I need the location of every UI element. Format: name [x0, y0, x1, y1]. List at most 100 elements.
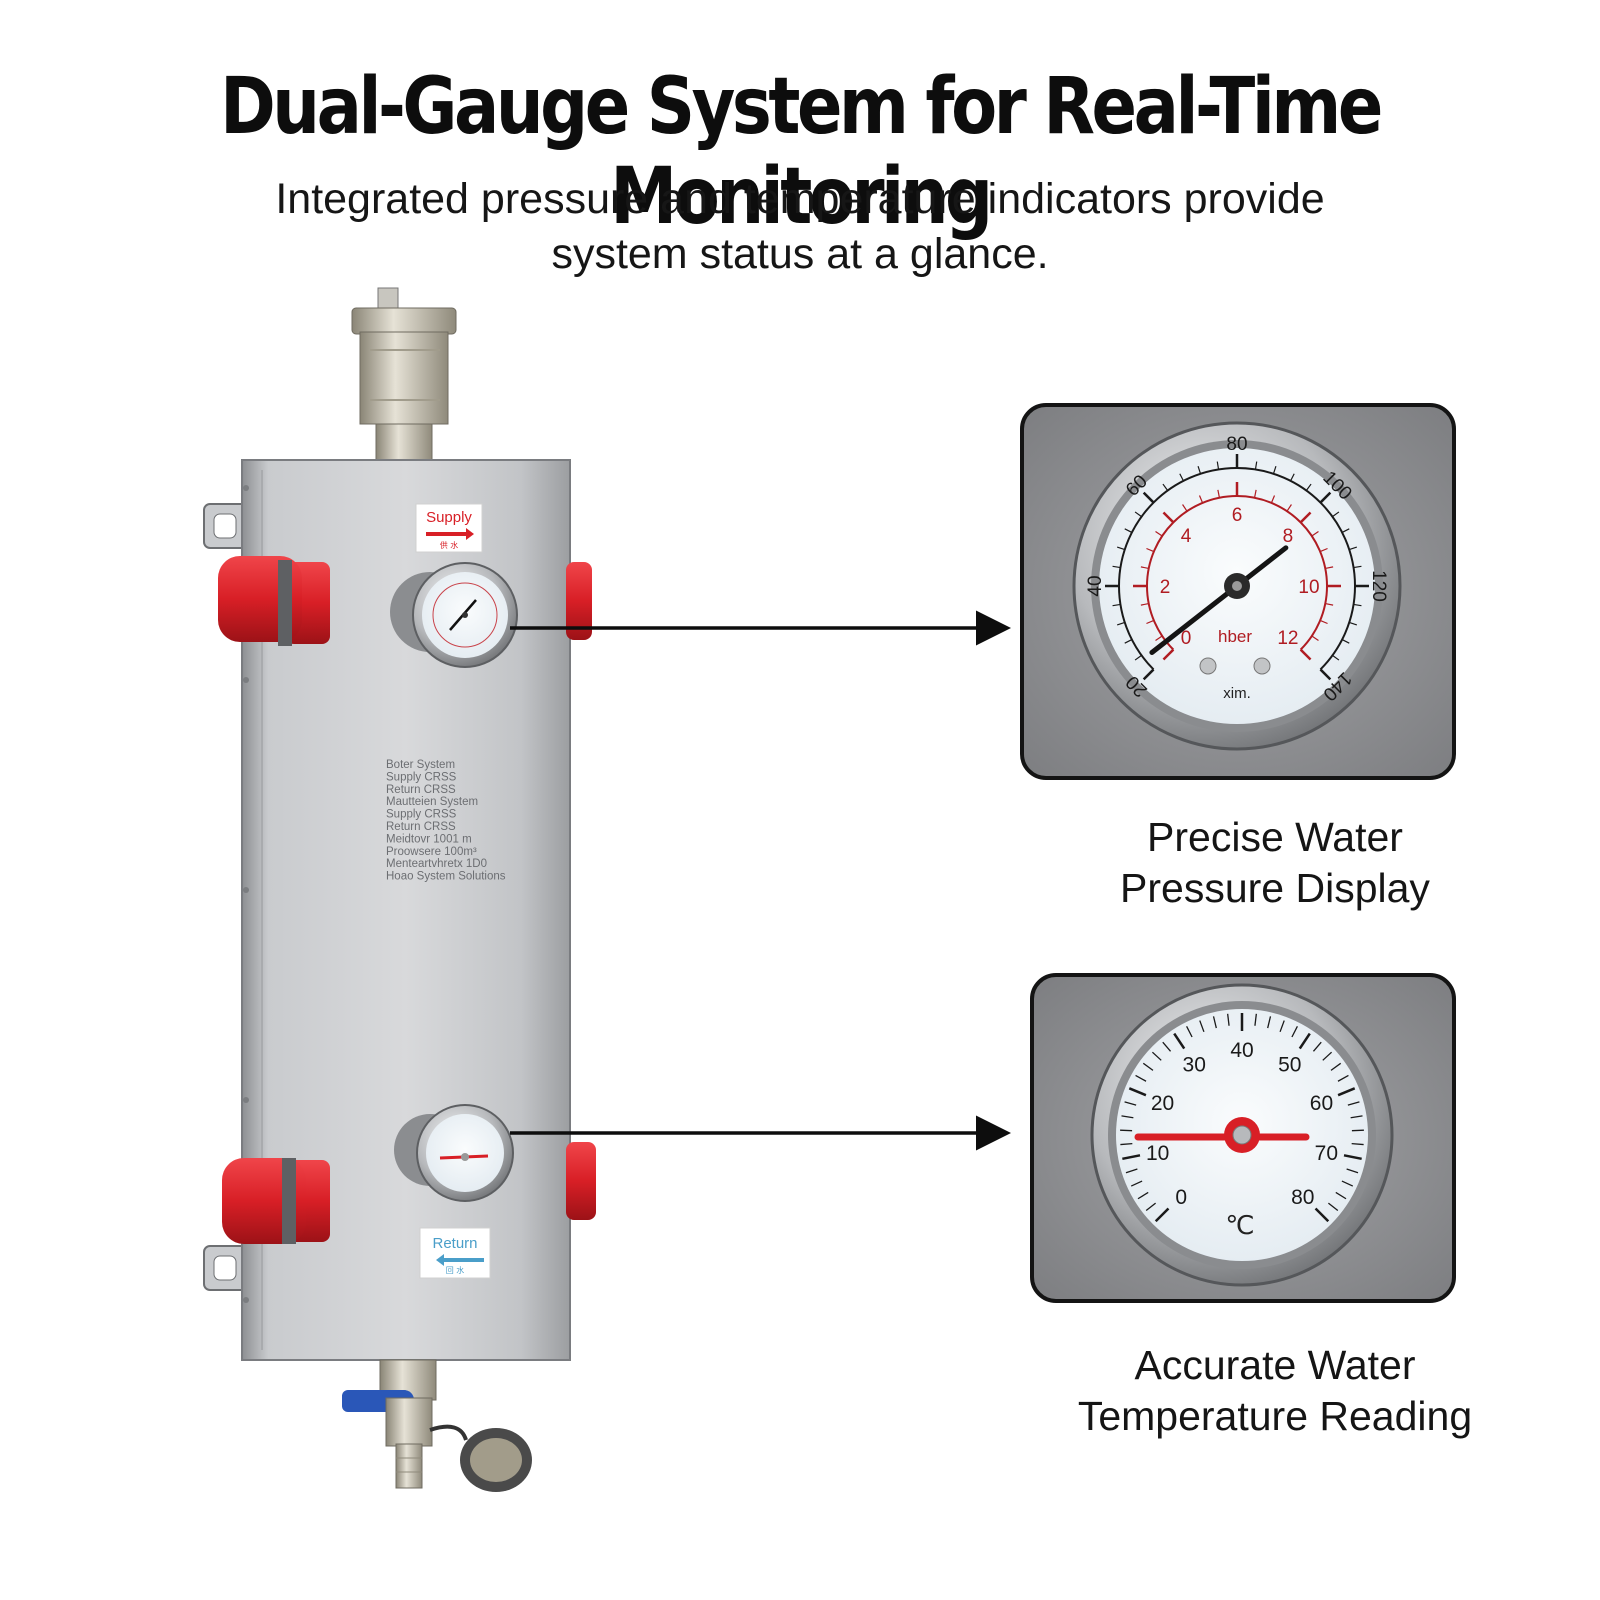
pressure-inner-tick [1325, 602, 1334, 606]
pressure-inner-label: 2 [1160, 577, 1171, 598]
temperature-label: 60 [1310, 1092, 1333, 1115]
pressure-unit-label: hber [1218, 627, 1252, 646]
pressure-caption-line-2: Pressure Display [1120, 865, 1430, 911]
pressure-outer-tick [1349, 546, 1358, 551]
pressure-outer-tick [1254, 461, 1258, 470]
temperature-tick [1199, 1020, 1205, 1033]
spec-line: Boter System [386, 759, 455, 771]
temperature-tick [1137, 1191, 1149, 1200]
pressure-inner-tick [1155, 635, 1163, 641]
red-port-cap-lower-left [222, 1158, 330, 1244]
spec-line: Proowsere 100m³ [386, 846, 477, 858]
pressure-inner-label: 10 [1298, 577, 1319, 598]
pressure-inner-tick [1253, 489, 1257, 498]
pressure-outer-tick [1197, 465, 1202, 474]
temperature-label: 50 [1278, 1053, 1301, 1076]
pressure-outer-tick [1305, 483, 1312, 491]
temperature-tick [1125, 1168, 1138, 1174]
pressure-outer-tick [1142, 491, 1155, 504]
pressure-outer-tick [1349, 621, 1358, 626]
pressure-outer-tick [1142, 668, 1155, 681]
temperature-label: 0 [1175, 1186, 1187, 1209]
temperature-caption: Accurate Water Temperature Reading [1035, 1340, 1515, 1442]
pressure-outer-tick [1341, 639, 1350, 644]
temperature-tick [1154, 1207, 1170, 1223]
temperature-tick [1130, 1180, 1143, 1187]
pressure-outer-tick [1272, 465, 1277, 474]
spec-line: Supply CRSS [386, 809, 457, 821]
temperature-tick [1291, 1026, 1298, 1038]
temperature-tick [1254, 1013, 1257, 1026]
temperature-tick [1327, 1202, 1339, 1212]
pressure-caption-line-1: Precise Water [1147, 814, 1403, 860]
pressure-outer-tick [1112, 603, 1121, 607]
pressure-inner-tick [1286, 504, 1292, 512]
pressure-inner-label: 8 [1283, 526, 1294, 547]
temperature-tick [1267, 1016, 1272, 1029]
temperature-tick [1350, 1115, 1363, 1119]
pressure-inner-tick [1311, 635, 1319, 641]
pressure-outer-tick [1116, 546, 1125, 551]
pressure-outer-label: 40 [1085, 575, 1106, 596]
temperature-tick [1337, 1074, 1349, 1082]
return-label: Return 回 水 [419, 1227, 491, 1279]
temperature-tick [1322, 1051, 1333, 1061]
pressure-inner-tick [1217, 489, 1221, 498]
temperature-tick [1122, 1154, 1141, 1161]
spec-line: Mautteien System [386, 796, 478, 808]
pressure-outer-tick [1124, 528, 1133, 533]
pressure-inner-tick [1325, 566, 1334, 570]
spec-line: Return CRSS [386, 821, 456, 833]
pressure-inner-tick [1155, 531, 1163, 537]
temperature-tick [1124, 1101, 1137, 1106]
temperature-tick [1120, 1142, 1133, 1146]
temperature-tick [1346, 1168, 1359, 1174]
pressure-inner-tick [1311, 531, 1319, 537]
pressure-inner-label: 0 [1181, 628, 1192, 649]
body-temperature-gauge [394, 1104, 514, 1202]
temperature-tick [1173, 1032, 1186, 1050]
temperature-tick [1212, 1016, 1217, 1029]
pressure-outer-tick [1112, 565, 1121, 569]
pressure-inner-tick [1140, 566, 1149, 570]
pressure-outer-tick [1319, 668, 1332, 681]
temperature-tick [1337, 1087, 1356, 1097]
temperature-tick [1341, 1180, 1354, 1187]
page-title: Dual-Gauge System for Real-Time Monitori… [220, 62, 1383, 242]
pressure-outer-tick [1290, 473, 1295, 482]
pressure-outer-tick [1179, 473, 1184, 482]
red-port-cap-upper-right [566, 562, 592, 640]
pressure-outer-tick [1332, 511, 1340, 518]
temperature-tick [1135, 1074, 1147, 1082]
red-port-cap-lower-right [566, 1142, 596, 1220]
spec-line: Hoao System Solutions [386, 871, 506, 883]
subtitle-line-2: system status at a glance. [551, 230, 1049, 278]
temperature-tick [1314, 1207, 1330, 1223]
svg-text:回 水: 回 水 [446, 1265, 465, 1275]
temperature-tick [1298, 1032, 1311, 1050]
pressure-inner-tick [1162, 511, 1175, 524]
pressure-needle [1149, 545, 1289, 655]
temperature-tick [1351, 1142, 1364, 1146]
pressure-outer-tick [1124, 639, 1133, 644]
pressure-outer-tick [1134, 654, 1142, 661]
pressure-inner-tick [1146, 619, 1155, 625]
spec-line: Supply CRSS [386, 771, 457, 783]
svg-text:供 水: 供 水 [440, 540, 459, 550]
pressure-inner-label: 4 [1181, 526, 1192, 547]
pressure-inner-arc [1146, 495, 1328, 651]
spec-line: Meidtovr 1001 m [386, 833, 472, 845]
red-port-cap-upper-left [218, 556, 330, 646]
page-subtitle: Integrated pressure and temperature indi… [200, 172, 1400, 282]
temperature-tick [1162, 1041, 1172, 1052]
pressure-outer-tick [1319, 491, 1332, 504]
temperature-unit-label: ℃ [1225, 1211, 1254, 1241]
temperature-label: 80 [1291, 1186, 1314, 1209]
temperature-tick [1330, 1062, 1342, 1071]
air-vent [351, 287, 457, 461]
